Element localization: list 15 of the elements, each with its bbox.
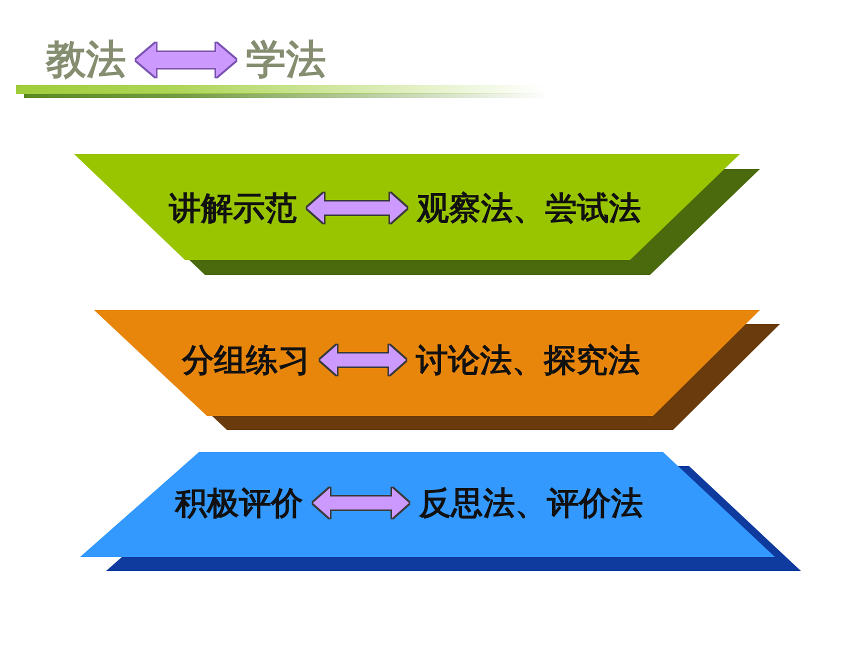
trapezoid-band [94,310,780,430]
method-label: 积极评价 [165,483,313,523]
double-arrow [136,43,236,77]
trapezoid-band [80,452,801,571]
trapezoid-band [74,154,760,275]
double-arrow [313,488,409,518]
double-arrow [307,193,407,223]
heading-text: 教法 [36,35,136,85]
method-label: 反思法、评价法 [409,483,653,523]
double-arrow [320,345,406,375]
heading-text: 学法 [236,35,336,85]
method-label: 讲解示范 [159,188,307,228]
method-label: 分组练习 [172,340,320,380]
method-label: 讨论法、探究法 [406,340,650,380]
method-label: 观察法、尝试法 [407,188,651,228]
